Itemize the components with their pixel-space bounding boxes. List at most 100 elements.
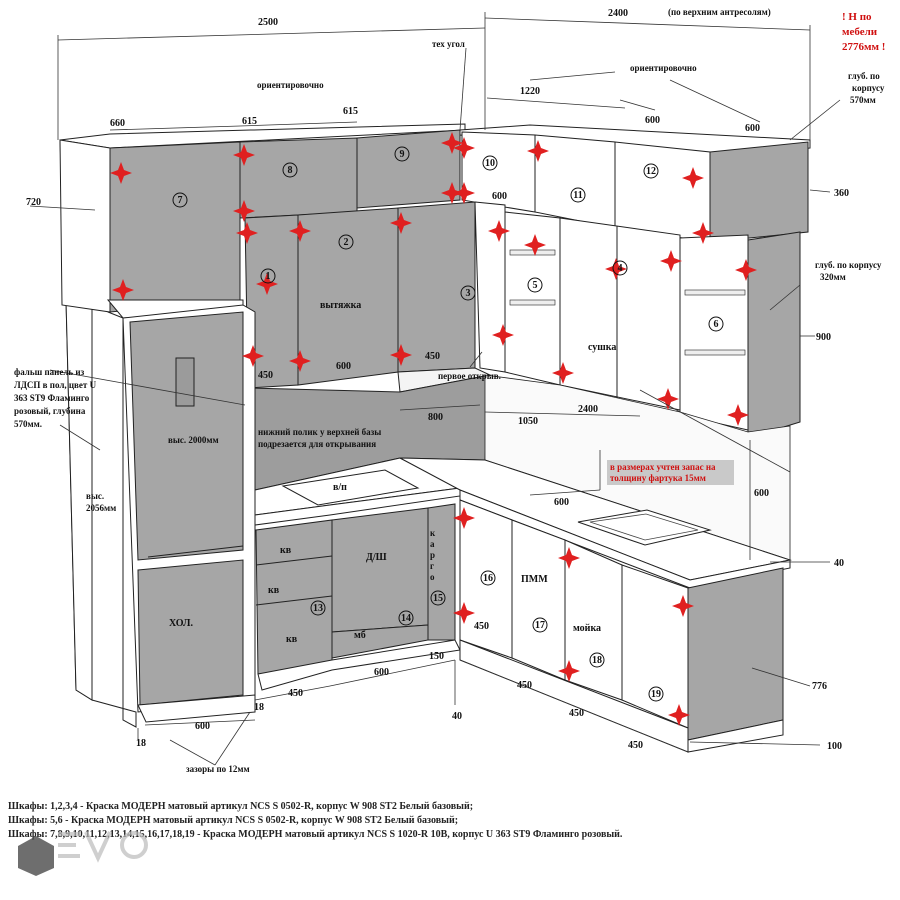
label-cargo-2: а xyxy=(430,539,435,549)
dim-150: 150 xyxy=(429,651,444,662)
depth-mid-1: глуб. по корпусу xyxy=(815,260,882,270)
label-dishwasher: Д/Ш xyxy=(366,552,387,563)
dim-2400-mid: 2400 xyxy=(578,404,598,415)
dim-450-hood-right: 450 xyxy=(425,351,440,362)
dim-40-bottom: 40 xyxy=(452,711,462,722)
label-side-height-1: выс. xyxy=(86,491,104,501)
cabinet-number: 6 xyxy=(714,319,719,330)
dim-615-a: 615 xyxy=(242,116,257,127)
dim-450-hood-left: 450 xyxy=(258,370,273,381)
dim-2400-top: 2400 xyxy=(608,8,628,19)
dim-450-b: 450 xyxy=(517,680,532,691)
warning-line-1: ! Н по xyxy=(842,11,872,23)
dim-note-mezzanines: (по верхним антресолям) xyxy=(668,7,771,17)
fridge-plinth xyxy=(137,694,256,723)
plinth-right-side xyxy=(687,719,784,753)
warning-line-2: мебели xyxy=(842,26,878,38)
depth-top-2: корпусу xyxy=(852,83,885,93)
cabinet-8[interactable] xyxy=(239,137,358,219)
cabinet-dishwasher[interactable] xyxy=(331,507,429,633)
dim-450-a: 450 xyxy=(474,621,489,632)
fridge-lower-door[interactable] xyxy=(137,559,244,706)
apron-note-1: в размерах учтен запас на xyxy=(610,462,716,472)
cabinet-number: 12 xyxy=(646,166,656,177)
dim-900: 900 xyxy=(816,332,831,343)
cabinet-number: 4 xyxy=(618,263,623,274)
label-tech-corner: тех угол xyxy=(432,39,465,49)
cabinet-number: 8 xyxy=(288,165,293,176)
false-panel-note-1: фальш панель из xyxy=(14,367,85,377)
cabinet-4[interactable] xyxy=(559,217,681,411)
cabinet-6[interactable] xyxy=(679,234,749,431)
cabinet-3[interactable] xyxy=(397,201,476,373)
label-sink: мойка xyxy=(573,623,601,634)
label-hob: в/п xyxy=(333,482,347,493)
label-hood: вытяжка xyxy=(320,300,361,311)
cabinet-6-side xyxy=(747,231,801,439)
label-cargo-4: г xyxy=(430,561,434,571)
cabinet-11[interactable] xyxy=(534,134,616,229)
dim-2500: 2500 xyxy=(258,17,278,28)
cabinet-number: 13 xyxy=(313,603,323,614)
label-kv-1: кв xyxy=(280,545,292,556)
label-pmm: ПММ xyxy=(521,574,548,585)
hob[interactable] xyxy=(281,469,420,506)
cabinet-17[interactable] xyxy=(511,519,566,681)
cabinet-number: 19 xyxy=(651,689,661,700)
cabinet-number: 16 xyxy=(483,573,493,584)
cabinet-9[interactable] xyxy=(356,129,461,209)
label-side-height-2: 2056мм xyxy=(86,503,116,513)
cabinet-number-circles: 7 8 9 1 2 3 4 5 6 10 11 12 13 14 15 16 1… xyxy=(172,146,724,702)
dim-776: 776 xyxy=(812,681,827,692)
cabinet-5-shelf-2 xyxy=(509,299,556,306)
dim-18-b: 18 xyxy=(136,738,146,749)
shelf-note-1: нижний полик у верхней базы xyxy=(258,427,381,437)
cabinet-5-shelf-1 xyxy=(509,249,556,256)
note-line-3: Шкафы: 7,8,9,10,11,12,13,14,15,16,17,18,… xyxy=(8,829,623,840)
cabinet-7[interactable] xyxy=(109,141,241,313)
cabinet-12-side xyxy=(709,141,809,243)
mezzanine-side-left xyxy=(59,139,111,313)
dim-40-right: 40 xyxy=(834,558,844,569)
cabinet-5[interactable] xyxy=(504,211,561,386)
cabinet-12[interactable] xyxy=(614,141,711,243)
cabinet-number: 7 xyxy=(178,195,183,206)
depth-mid-2: 320мм xyxy=(820,272,846,282)
mezzanine-top-right xyxy=(459,124,811,156)
apron-note-2: толщину фартука 15мм xyxy=(610,473,706,483)
note-line-2: Шкафы: 5,6 - Краска МОДЕРН матовый артик… xyxy=(8,815,459,826)
warning-line-3: 2776мм ! xyxy=(842,41,885,53)
dim-720: 720 xyxy=(26,197,41,208)
cabinet-number: 15 xyxy=(433,593,443,604)
dim-800: 800 xyxy=(428,412,443,423)
false-panel-note-5: 570мм. xyxy=(14,419,42,429)
dim-600-fridge: 600 xyxy=(195,721,210,732)
cabinet-19[interactable] xyxy=(621,564,689,729)
shelf-note-2: подрезается для открывания xyxy=(258,439,376,449)
watermark-logo xyxy=(18,831,148,876)
cabinet-number: 5 xyxy=(533,280,538,291)
cabinet-number: 3 xyxy=(466,288,471,299)
dim-1050: 1050 xyxy=(518,416,538,427)
label-approx-right: ориентировочно xyxy=(630,63,697,73)
cabinet-2[interactable] xyxy=(297,207,399,386)
dim-450-d: 450 xyxy=(628,740,643,751)
label-first-open: первое открыв. xyxy=(438,371,501,381)
label-cargo-3: р xyxy=(430,550,435,560)
dim-600-hood: 600 xyxy=(336,361,351,372)
dim-600-top-2: 600 xyxy=(745,123,760,134)
dimension-lines xyxy=(29,12,841,766)
cabinet-18[interactable] xyxy=(564,539,623,701)
dim-360: 360 xyxy=(834,188,849,199)
dim-600-left-base: 600 xyxy=(374,667,389,678)
label-kv-3: кв xyxy=(286,634,298,645)
dim-450-c: 450 xyxy=(569,708,584,719)
fridge-handle-top[interactable] xyxy=(147,545,244,558)
fridge-upper-door[interactable] xyxy=(129,311,244,561)
dim-660: 660 xyxy=(110,118,125,129)
false-panel-note-4: розовый, глубина xyxy=(14,406,86,416)
base-right-side xyxy=(687,567,784,741)
cabinet-number: 11 xyxy=(573,190,582,201)
sink-inner xyxy=(589,513,699,541)
